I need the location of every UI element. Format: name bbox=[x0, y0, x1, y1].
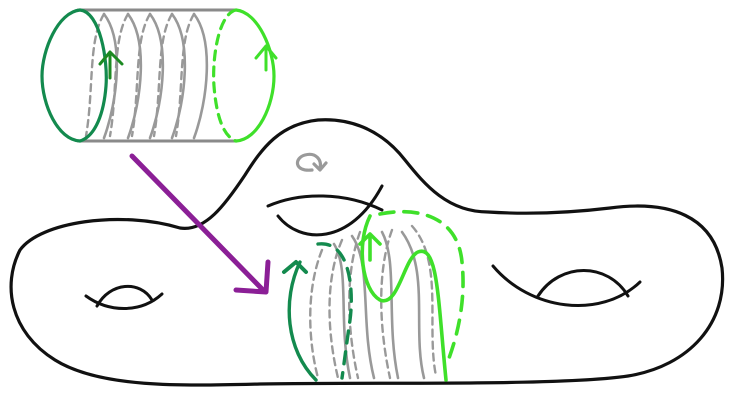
twist-strand-back bbox=[310, 250, 322, 378]
clockwise-rotation-arrow-icon bbox=[297, 154, 326, 170]
surface-outline bbox=[11, 120, 723, 385]
annulus-left-boundary-front bbox=[289, 262, 316, 380]
twisted-cylinder-inset bbox=[42, 10, 276, 141]
twist-strand-front bbox=[194, 14, 207, 138]
diagonal-arrow-icon bbox=[132, 156, 268, 292]
center-hole-outer-edge bbox=[268, 196, 382, 210]
cylinder-left-boundary-front bbox=[42, 10, 80, 141]
cylinder-right-boundary-front bbox=[236, 10, 274, 141]
cylinder-left-boundary-back bbox=[80, 10, 106, 141]
cylinder-twist-strands bbox=[86, 14, 207, 138]
left-hole-inner-edge bbox=[97, 286, 152, 306]
right-hole-inner-edge bbox=[538, 271, 628, 297]
embedded-twisted-annulus bbox=[284, 212, 463, 380]
annulus-twist-strands bbox=[310, 226, 436, 378]
twist-strand-back bbox=[349, 232, 360, 378]
cylinder-right-boundary-back bbox=[214, 10, 236, 141]
twist-strand-front bbox=[334, 244, 350, 378]
genus-three-surface bbox=[11, 120, 723, 385]
twist-strand-back bbox=[412, 226, 436, 376]
